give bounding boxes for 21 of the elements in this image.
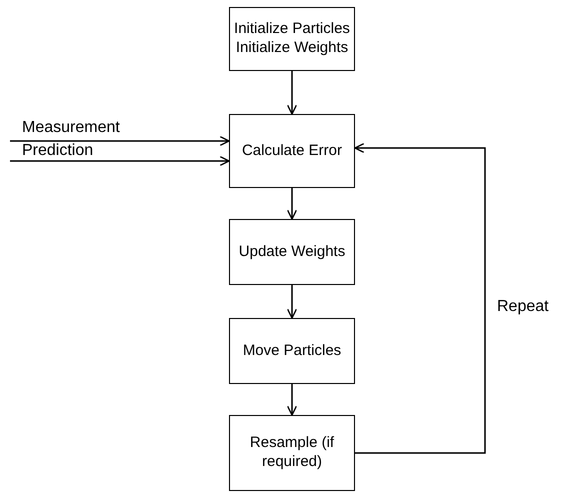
edge-label: Repeat — [496, 298, 550, 316]
box-text: Initialize Weights — [236, 39, 348, 58]
arrow — [286, 384, 298, 416]
arrow — [354, 142, 486, 454]
box-text: Move Particles — [242, 342, 342, 360]
arrow — [10, 136, 230, 146]
process-box — [229, 219, 355, 285]
process-box — [229, 318, 355, 384]
box-text: Update Weights — [238, 242, 346, 262]
process-box — [229, 415, 355, 491]
edge-label: Measurement — [21, 119, 121, 137]
process-box — [229, 114, 355, 188]
box-text: Resample (if required) — [248, 434, 336, 472]
arrow — [10, 156, 230, 166]
arrow — [286, 285, 298, 319]
box-text: Calculate Error — [242, 142, 342, 160]
edge-label: Prediction — [21, 142, 94, 160]
arrow — [286, 188, 298, 220]
arrow — [286, 71, 298, 115]
box-text: Initialize Particles — [234, 20, 350, 39]
process-box — [229, 7, 355, 71]
